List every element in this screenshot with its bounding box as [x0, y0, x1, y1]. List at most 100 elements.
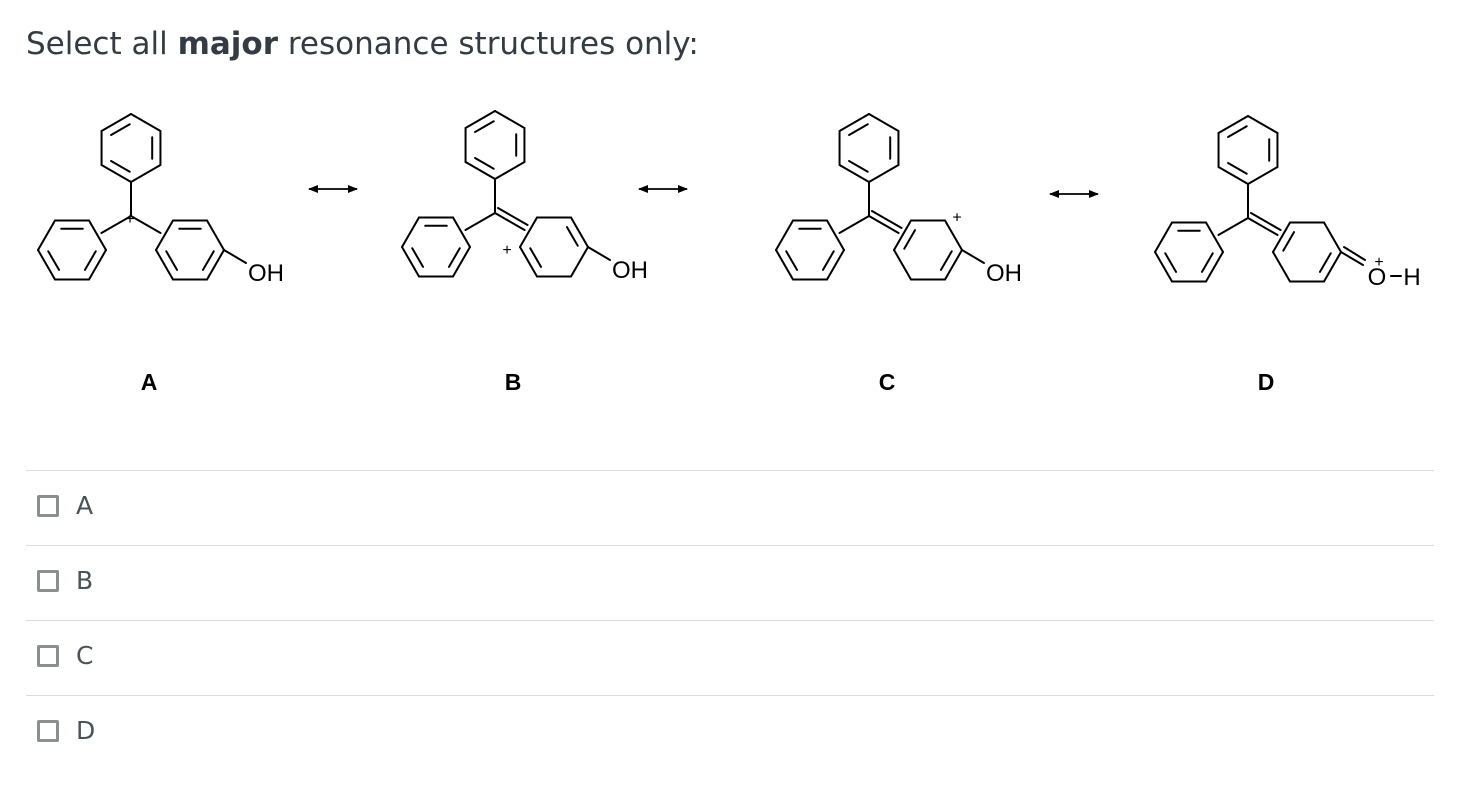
structure-c-top-phenyl-bond — [838, 113, 870, 132]
checkbox-b[interactable] — [37, 570, 59, 592]
structure-b-bond-right — [494, 212, 526, 231]
structure-d-left-phenyl-double-bond — [1200, 252, 1214, 273]
structure-b-left-phenyl-bond — [452, 246, 471, 278]
structure-d-top-phenyl-bond — [1247, 115, 1279, 134]
structure-d-co-double-bond — [1343, 246, 1366, 261]
structure-a-left-phenyl-bond — [88, 249, 107, 281]
structure-d-right-ring-bond — [1323, 221, 1342, 253]
structure-c-top-phenyl-bond — [868, 164, 900, 183]
structure-b-left-phenyl-bond — [401, 216, 420, 248]
structure-b-right-ring-bond — [570, 246, 589, 278]
checkbox-d[interactable] — [37, 720, 59, 742]
structure-d-left-phenyl-double-bond — [1164, 252, 1178, 273]
structure-b-oh-label: OH — [612, 257, 648, 284]
structure-c-oh-label: OH — [986, 260, 1022, 287]
choice-c-label: C — [76, 641, 94, 670]
choice-d-label: D — [76, 716, 96, 745]
structure-b-top-phenyl-bond — [464, 161, 496, 180]
structure-b-right-ring-bond — [519, 216, 538, 248]
structure-b-label: B — [505, 369, 522, 395]
choice-a-label: A — [76, 491, 94, 520]
structure-d-top-phenyl-bond — [1217, 166, 1249, 185]
structure-b-exocyclic-double-bond — [497, 207, 529, 226]
structure-d-left-phenyl-bond — [1154, 251, 1173, 283]
structure-c-oh-bond — [961, 249, 985, 264]
structure-c-left-phenyl-bond — [826, 249, 845, 281]
structure-b-right-ring-double-bond — [529, 247, 543, 268]
structure-d-left-phenyl-bond — [1205, 251, 1224, 283]
structure-b-left-phenyl-double-bond — [411, 247, 425, 268]
structure-c-left-phenyl-bond — [775, 219, 794, 251]
structure-a-left-phenyl-double-bond — [83, 250, 97, 271]
structure-a-top-phenyl-bond — [130, 164, 162, 183]
structure-b-top-phenyl-double-bond — [474, 120, 495, 134]
structure-d-co-bond — [1340, 251, 1364, 266]
structure-a-bond-right — [130, 215, 162, 234]
resonance-structures-svg: OH+AOH+BOH+CO+HD — [37, 110, 1421, 395]
structure-d-bond-left — [1217, 217, 1249, 236]
question-prefix: Select all — [26, 26, 178, 62]
checkbox-a[interactable] — [37, 495, 59, 517]
structure-c-right-ring-double-bond — [903, 229, 917, 250]
structure-d-top-phenyl-double-bond — [1227, 161, 1248, 175]
structure-c-right-ring-bond — [944, 219, 963, 251]
structure-b-left-phenyl-double-bond — [447, 247, 461, 268]
structure-d-oxygen-label: O — [1368, 264, 1387, 291]
structure-d-right-ring-bond — [1272, 251, 1291, 283]
structure-a-top-phenyl-double-bond — [110, 123, 131, 137]
structure-c-bond-left — [838, 215, 870, 234]
structure-a-top-phenyl-bond — [130, 113, 162, 132]
structure-d-left-phenyl-bond — [1205, 221, 1224, 253]
structure-d-top-phenyl-bond — [1247, 166, 1279, 185]
structure-a-right-ring-bond — [206, 249, 225, 281]
structure-a-oh-label: OH — [248, 260, 284, 287]
structure-d-hydrogen-label: H — [1403, 264, 1420, 291]
structure-d-label: D — [1258, 369, 1275, 395]
choice-d[interactable]: D — [26, 695, 1434, 770]
structure-a-left-phenyl-bond — [37, 249, 56, 281]
structure-b-top-phenyl-bond — [494, 110, 526, 129]
checkbox-c[interactable] — [37, 645, 59, 667]
structure-b-right-ring-double-bond — [565, 226, 579, 247]
structure-c-carbocation-charge: + — [952, 210, 961, 227]
choice-b[interactable]: B — [26, 545, 1434, 620]
structure-d-right-ring-double-bond — [1318, 252, 1332, 273]
structure-b-top-phenyl-double-bond — [474, 156, 495, 170]
question-emphasis: major — [177, 26, 279, 62]
structure-c-exocyclic-double-bond — [871, 210, 903, 229]
question-text: Select all major resonance structures on… — [26, 26, 699, 62]
structure-d-exocyclic-double-bond — [1250, 212, 1282, 231]
choice-b-label: B — [76, 566, 94, 595]
structure-c-right-ring-bond — [893, 219, 912, 251]
structure-c-left-phenyl-bond — [826, 219, 845, 251]
structure-a-right-ring-bond — [155, 249, 174, 281]
structure-a-bond-left — [100, 215, 132, 234]
structure-d-top-phenyl-double-bond — [1227, 125, 1248, 139]
answer-choices: A B C D — [26, 470, 1434, 770]
structure-c-top-phenyl-double-bond — [848, 159, 869, 173]
structure-d-top-phenyl-bond — [1217, 115, 1249, 134]
structure-c-top-phenyl-bond — [838, 164, 870, 183]
structure-d-right-ring-bond — [1272, 221, 1291, 253]
structure-a-carbocation-charge: + — [125, 211, 134, 228]
structure-a-label: A — [141, 369, 158, 395]
structure-b-bond-left — [464, 212, 496, 231]
structure-b-right-ring-bond — [570, 216, 589, 248]
structure-b-carbocation-charge: + — [502, 242, 511, 259]
choice-c[interactable]: C — [26, 620, 1434, 695]
structure-c-left-phenyl-double-bond — [821, 250, 835, 271]
structure-c-left-phenyl-double-bond — [785, 250, 799, 271]
structure-a-right-ring-double-bond — [165, 250, 179, 271]
structure-b-top-phenyl-bond — [464, 110, 496, 129]
structure-b-left-phenyl-bond — [401, 246, 420, 278]
structure-c-top-phenyl-bond — [868, 113, 900, 132]
structure-d-left-phenyl-bond — [1154, 221, 1173, 253]
structure-a-left-phenyl-double-bond — [47, 250, 61, 271]
choice-a[interactable]: A — [26, 470, 1434, 545]
structure-a-right-ring-bond — [155, 219, 174, 251]
structure-a-top-phenyl-bond — [100, 113, 132, 132]
structure-c-bond-right — [868, 215, 900, 234]
structure-c-label: C — [879, 369, 896, 395]
structure-c-top-phenyl-double-bond — [848, 123, 869, 137]
structure-c-left-phenyl-bond — [775, 249, 794, 281]
